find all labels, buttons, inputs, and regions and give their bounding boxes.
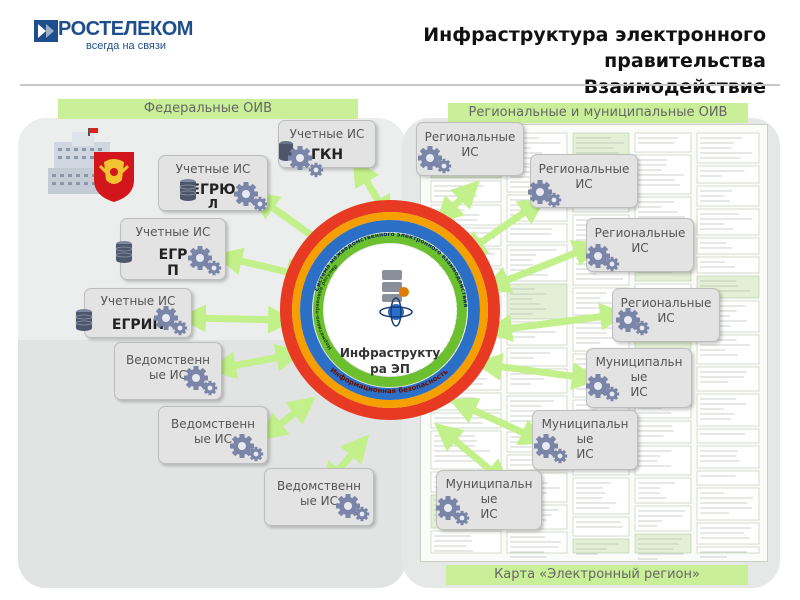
dept1-line-2: ые ИС xyxy=(148,368,188,382)
federal-oiv-label: Федеральные ОИВ xyxy=(58,99,358,119)
mun1-line-3: ИС xyxy=(630,385,648,399)
map-cell xyxy=(634,154,692,195)
title-line-2: правительства xyxy=(604,50,766,72)
logo-name: РОСТЕЛЕКОМ xyxy=(58,18,193,40)
federal-is-egrp: Учетные ИС ЕГР П xyxy=(120,218,226,280)
dept3-line-1: Ведомственн xyxy=(276,479,362,493)
title-divider xyxy=(20,84,780,86)
title-line-1: Инфраструктура электронного xyxy=(423,24,766,46)
map-cell xyxy=(572,538,630,554)
regional-is-2: Региональные ИС xyxy=(530,154,638,208)
map-label: Карта «Электронный регион» xyxy=(446,565,748,585)
ring-orange xyxy=(292,212,488,408)
reg3-line-1: Региональные xyxy=(594,226,686,240)
egryul-caption: Учетные ИС xyxy=(175,162,251,176)
map-cell xyxy=(696,445,760,469)
dept3-line-2: ые ИС xyxy=(299,494,339,508)
title-line-3: Взаимодействие xyxy=(583,76,766,98)
egryul-name-line-1: ЕГРЮ xyxy=(190,182,236,198)
reg4-line-1: Региональные xyxy=(620,296,712,310)
ring-red xyxy=(280,200,500,420)
mun3-line-1: Муниципальн xyxy=(445,477,533,491)
infrastructure-rings: Информационная безопасность Система межв… xyxy=(278,198,500,420)
map-cell xyxy=(696,428,760,444)
map-cell xyxy=(696,366,760,392)
municipal-is-1: Муниципальн ые ИС xyxy=(586,348,692,408)
federal-is-egrip: Учетные ИС ЕГРИП xyxy=(84,288,192,338)
egryul-name-line-2: Л xyxy=(208,197,218,211)
reg2-line-2: ИС xyxy=(575,177,593,191)
arrow-reg1 xyxy=(435,180,480,225)
map-cell xyxy=(696,487,760,521)
municipal-is-3: Муниципальн ые ИС xyxy=(436,470,542,530)
federal-dept-is-2: Ведомственн ые ИС xyxy=(158,406,268,464)
map-cell xyxy=(696,546,760,554)
reg3-line-2: ИС xyxy=(631,241,649,255)
mun2-line-3: ИС xyxy=(576,447,594,461)
logo-slogan: всегда на связи xyxy=(86,40,167,52)
arrow-reg3 xyxy=(481,240,602,293)
coat-of-arms-icon xyxy=(94,152,134,202)
map-cell xyxy=(696,256,760,274)
regional-is-1: Региональные ИС xyxy=(416,122,524,176)
egrp-name-line-1: ЕГР xyxy=(158,247,188,263)
map-cell xyxy=(634,505,692,532)
page-title: Инфраструктура электронного правительств… xyxy=(326,22,766,100)
ring-green xyxy=(313,233,467,387)
arrow-dept1 xyxy=(208,343,304,380)
server-network-icon xyxy=(379,270,413,327)
database-icon xyxy=(279,141,293,161)
egrip-caption: Учетные ИС xyxy=(100,294,176,308)
infrastructure-label: Инфраструкту ра ЭП xyxy=(330,345,450,377)
reg2-line-1: Региональные xyxy=(538,162,630,176)
map-cell xyxy=(696,470,760,486)
ring-blue xyxy=(300,220,480,400)
mun2-line-2: ые xyxy=(576,432,594,446)
dept2-line-2: ые ИС xyxy=(193,432,233,446)
arrow-egrip xyxy=(178,304,296,334)
dept2-line-1: Ведомственн xyxy=(170,417,256,431)
reg1-line-2: ИС xyxy=(461,145,479,159)
mun3-line-3: ИС xyxy=(480,507,498,521)
map-cell xyxy=(696,165,760,184)
arrow-dept2 xyxy=(258,396,317,441)
regional-is-3: Региональные ИС xyxy=(586,218,694,272)
map-cell xyxy=(696,393,760,427)
arrow-reg2 xyxy=(458,197,547,258)
mun3-line-2: ые xyxy=(480,492,498,506)
egrip-name: ЕГРИП xyxy=(111,317,165,333)
federal-is-egryul: Учетные ИС ЕГРЮ Л xyxy=(158,155,268,211)
reg1-line-1: Региональные xyxy=(424,130,516,144)
arrow-mun2 xyxy=(449,398,548,445)
gkn-caption: Учетные ИС xyxy=(289,127,365,141)
regional-is-4: Региональные ИС xyxy=(612,288,720,342)
mun1-line-2: ые xyxy=(630,370,648,384)
mun2-line-1: Муниципальн xyxy=(541,417,629,431)
mun1-line-1: Муниципальн xyxy=(595,355,683,369)
infrastructure-label-line-1: Инфраструкту xyxy=(339,346,441,360)
federal-dept-is-3: Ведомственн ые ИС xyxy=(264,468,374,526)
regional-oiv-label: Региональные и муниципальные ОИВ xyxy=(448,103,748,123)
federal-dept-is-1: Ведомственн ые ИС xyxy=(114,342,222,400)
egrp-caption: Учетные ИС xyxy=(135,225,211,239)
dept1-line-1: Ведомственн xyxy=(125,353,211,367)
arrow-reg4 xyxy=(484,302,628,343)
reg4-line-2: ИС xyxy=(657,311,675,325)
arrow-mun1 xyxy=(474,352,600,391)
municipal-is-2: Муниципальн ые ИС xyxy=(532,410,638,470)
egrp-name-line-2: П xyxy=(167,263,179,279)
map-cell xyxy=(634,477,692,504)
infrastructure-label-line-2: ра ЭП xyxy=(370,362,410,376)
map-cell xyxy=(430,530,502,554)
rostelecom-logo-icon xyxy=(34,20,58,42)
map-cell xyxy=(696,237,760,255)
gkn-name: ГКН xyxy=(310,147,344,163)
map-cell xyxy=(696,208,760,236)
